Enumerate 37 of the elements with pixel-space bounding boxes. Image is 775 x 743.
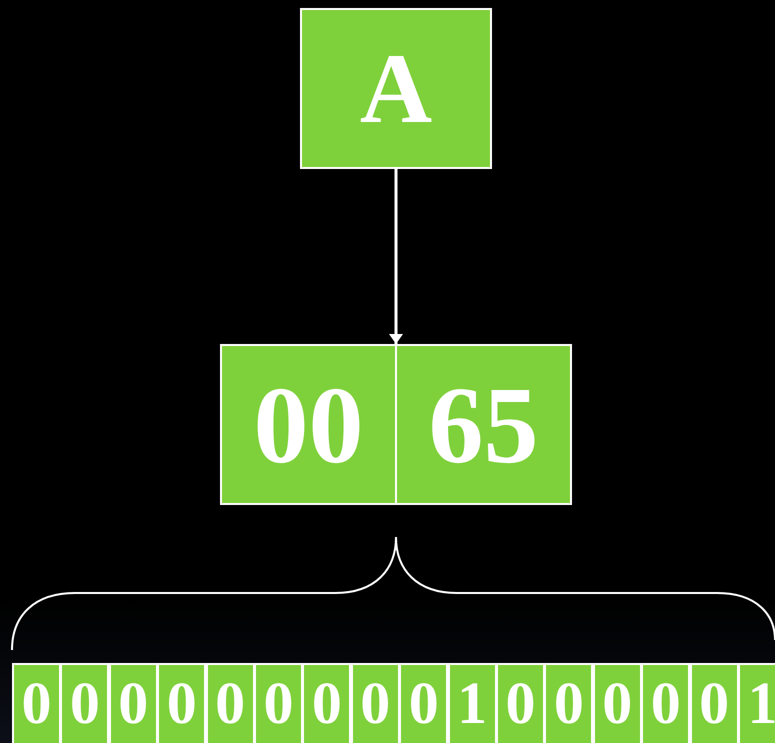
- bit-digit: 0: [312, 673, 342, 733]
- bit-box: [690, 663, 739, 743]
- bit-digit: 1: [457, 673, 488, 733]
- bit-digit: 0: [264, 673, 294, 733]
- bit-box: [448, 663, 497, 743]
- bit-digit: 0: [215, 673, 246, 733]
- bit-digit: 0: [22, 673, 52, 733]
- bit-box: [544, 663, 594, 743]
- bit-box: [641, 663, 690, 743]
- bit-digit: 0: [70, 673, 100, 733]
- bit-digit: 0: [408, 673, 439, 733]
- value-box: [300, 8, 492, 169]
- bit-box: [60, 663, 110, 743]
- bit-digit: 0: [166, 673, 197, 733]
- bit-box: [496, 663, 545, 743]
- arrow: [389, 169, 403, 344]
- bit-box: [157, 663, 206, 743]
- value-text: A: [360, 38, 432, 138]
- bit-digit: 0: [650, 673, 681, 733]
- bit-digit: 0: [699, 673, 730, 733]
- bit-box: [254, 663, 303, 743]
- bit-box: [108, 663, 158, 743]
- bit-box: [592, 663, 642, 743]
- bit-digit: 0: [602, 673, 632, 733]
- bit-digit: 0: [554, 673, 584, 733]
- bit-digit: 0: [506, 673, 536, 733]
- bit-digit: 1: [748, 673, 775, 733]
- bit-digit: 0: [118, 673, 148, 733]
- value-text: 65: [428, 370, 538, 480]
- bit-box: [302, 663, 352, 743]
- bit-digit: 0: [360, 673, 390, 733]
- value-box: [220, 344, 572, 505]
- bit-box: [206, 663, 255, 743]
- bit-box: [350, 663, 400, 743]
- bit-box: [12, 663, 61, 743]
- value-text: 00: [254, 370, 364, 480]
- bit-box: [399, 663, 448, 743]
